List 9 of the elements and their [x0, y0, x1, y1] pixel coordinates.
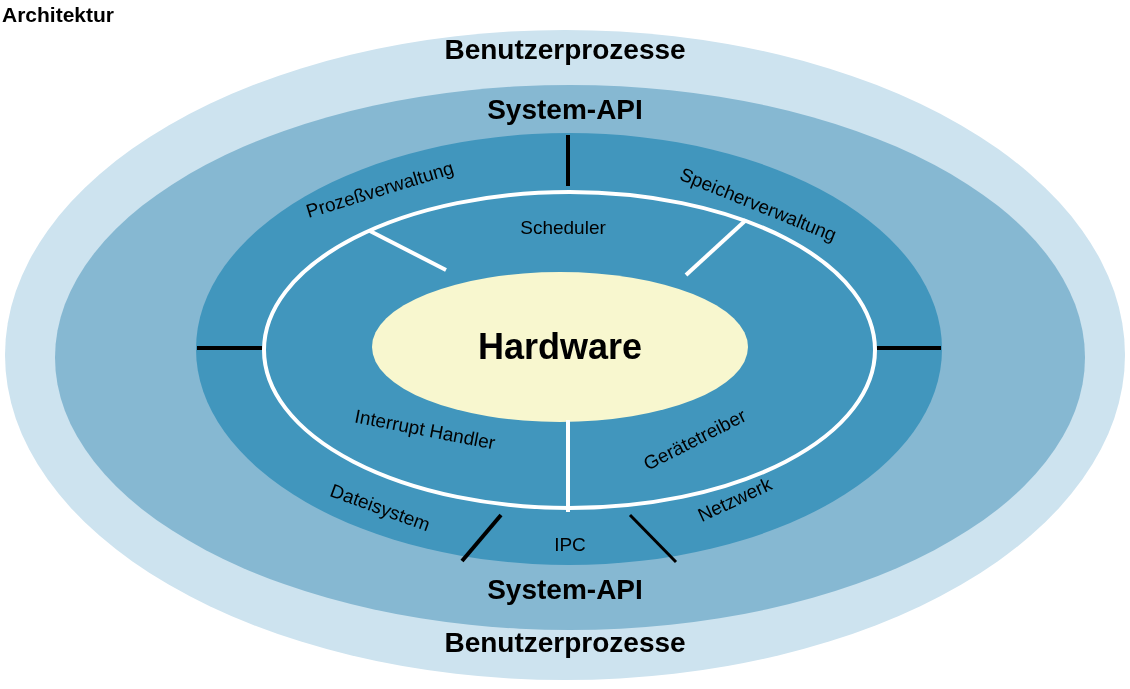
ring-label: System-API — [486, 94, 644, 126]
core-label: Hardware — [476, 326, 644, 368]
diagram-title: Architektur — [2, 2, 115, 28]
ring-label: Benutzerprozesse — [443, 627, 687, 659]
sector-label: Interrupt Handler — [314, 397, 536, 463]
ring-label: Benutzerprozesse — [443, 34, 687, 66]
ring-label: System-API — [486, 574, 644, 606]
sector-label: IPC — [540, 533, 600, 557]
sector-label: Scheduler — [498, 216, 628, 240]
